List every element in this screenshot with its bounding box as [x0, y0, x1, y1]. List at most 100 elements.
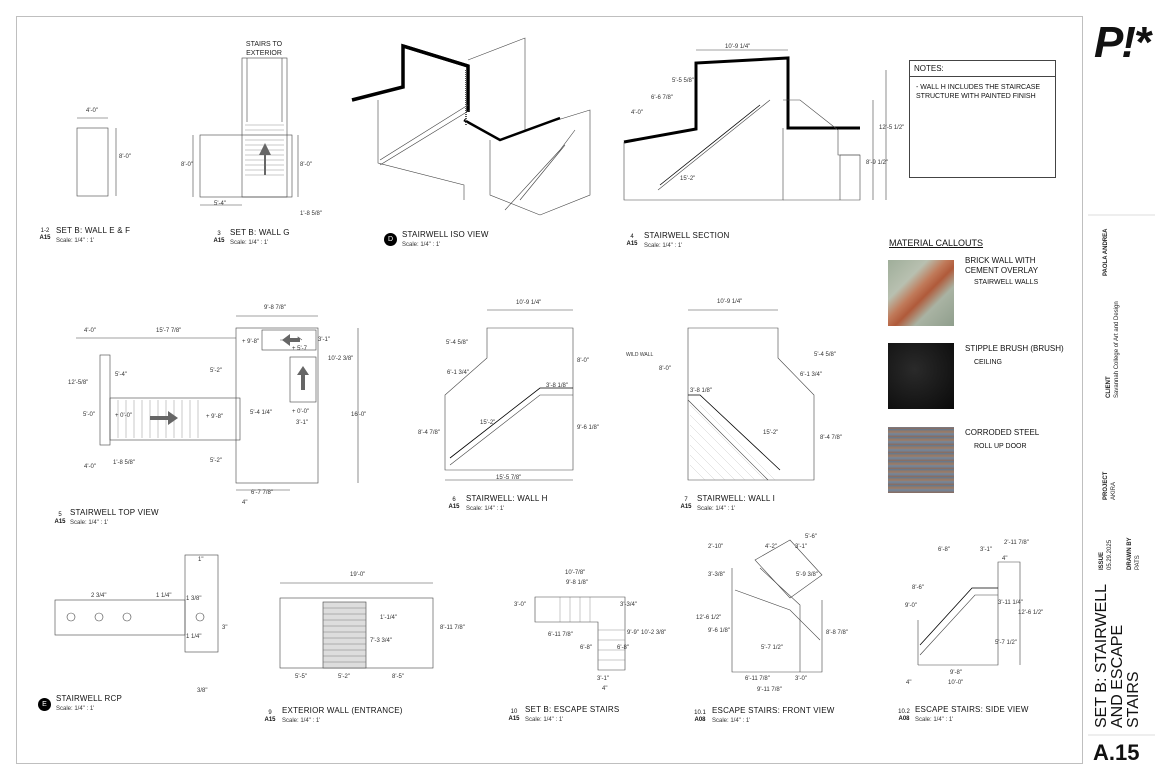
dim: 3'-3/4" [620, 602, 637, 608]
drawing-title: EXTERIOR WALL (ENTRANCE) [282, 706, 403, 715]
wild-wall-label: WILD WALL [626, 352, 654, 358]
dim: 2 3/4" [91, 593, 107, 599]
dim: 10'-0" [948, 680, 964, 686]
dim: 3'-11 1/4" [998, 600, 1023, 606]
dim: 12'-6 1/2" [1018, 610, 1044, 616]
drawing-title: STAIRWELL: WALL I [697, 494, 776, 503]
dim: + 9'-8" [242, 339, 260, 345]
dim: 19'-0" [350, 572, 366, 578]
dim: 8'-0" [577, 358, 589, 364]
dim: 1'-8 5/8" [113, 460, 135, 466]
wall-h-drawing [444, 309, 574, 481]
wall-e-f-drawing [76, 117, 117, 197]
drawing-scale: Scale: 1/4" : 1' [644, 243, 683, 249]
dim: 2'-11 7/8" [1004, 540, 1029, 546]
dim: 3'-1" [980, 547, 992, 553]
drawing-title: STAIRWELL ISO VIEW [402, 230, 489, 239]
drawing-title: STAIRWELL SECTION [644, 231, 730, 240]
drawing-scale: Scale: 1/4" : 1' [915, 717, 954, 723]
dim: 4" [1002, 556, 1008, 562]
drawing-scale: Scale: 1/4" : 1' [56, 706, 95, 712]
dim: 5'-2" [210, 458, 222, 464]
dim: 8'-0" [181, 162, 193, 168]
dim: 12'-5 1/2" [879, 125, 905, 131]
dim: 5'-4 1/4" [250, 410, 272, 416]
dim: 3'-3/8" [708, 572, 725, 578]
dim: 9'-8 1/8" [566, 580, 588, 586]
dim: 12'-5/8" [68, 380, 89, 386]
dim: 10'-9 1/4" [717, 299, 743, 305]
stairwell-section-drawing [623, 49, 887, 201]
notes-heading: NOTES: [910, 61, 1055, 77]
dim: 3'-8 1/8" [546, 383, 568, 389]
dim: 8'-4 7/8" [418, 430, 440, 436]
dim: 5'-6" [805, 534, 817, 540]
dim: 5'-4" [214, 201, 226, 207]
material-use-stipple: CEILING [974, 359, 1003, 366]
drawing-title: STAIRWELL: WALL H [466, 494, 548, 503]
dim: 3'-0" [795, 676, 807, 682]
stairwell-rcp-drawing [54, 554, 219, 653]
sheet-border [16, 16, 1083, 764]
dim: 12'-6 1/2" [696, 615, 722, 621]
material-use-steel: ROLL UP DOOR [974, 443, 1027, 450]
dim: 15'-2" [480, 420, 496, 426]
dim: 1 3/8" [186, 596, 202, 602]
drawn-by-label: DRAWN BY [1127, 537, 1133, 570]
dim: 8'-5" [392, 674, 404, 680]
dim: + 0'-0" [115, 413, 133, 419]
material-name-brick: BRICK WALL WITH CEMENT OVERLAY [965, 256, 1039, 275]
exterior-wall-drawing [279, 582, 434, 669]
dim: 10'-7/8" [565, 570, 586, 576]
dim: 3'-1" [318, 337, 330, 343]
dim: 9'-6 1/8" [577, 425, 599, 431]
dim: 4'-0" [631, 110, 643, 116]
drawing-title: STAIRWELL TOP VIEW [70, 508, 159, 517]
notes-body: - WALL H INCLUDES THE STAIRCASE STRUCTUR… [916, 84, 1041, 100]
drawing-scale: Scale: 1/4" : 1' [402, 242, 441, 248]
escape-stairs-front-drawing [731, 539, 823, 673]
drawing-title: ESCAPE STAIRS: SIDE VIEW [915, 705, 1029, 714]
drawing-title: SET B: WALL G [230, 228, 290, 237]
project-value: AKIRA [1111, 481, 1117, 500]
dim: 6'-1 3/4" [800, 372, 822, 378]
dim: 8'-9 1/2" [866, 160, 888, 166]
drawing-scale: Scale: 1/4" : 1' [70, 520, 109, 526]
dim: 16'-0" [351, 412, 367, 418]
dim: + 9'-8" [206, 414, 224, 420]
dim: 9'-8" [950, 670, 962, 676]
dim: 5'-5" [295, 674, 307, 680]
iso-view-drawing [351, 37, 591, 216]
sheet-number: A.15 [1093, 740, 1140, 765]
dim: 1'-1/4" [380, 615, 397, 621]
dim: 5'-0" [83, 412, 95, 418]
client-label: CLIENT [1106, 376, 1112, 398]
dim: 8'-11 7/8" [440, 625, 465, 631]
drawing-title: ESCAPE STAIRS: FRONT VIEW [712, 706, 835, 715]
dim: 15'-5 7/8" [496, 475, 522, 481]
dim: 5'-2" [338, 674, 350, 680]
dim: 3'-1" [795, 544, 807, 550]
dim: 8'-8 7/8" [826, 630, 848, 636]
dim: 4'-2" [765, 544, 777, 550]
dim: 1" [198, 557, 204, 563]
dim: 3'-0" [514, 602, 526, 608]
dim: + 5'-7 [292, 346, 307, 352]
notes-box: NOTES: - WALL H INCLUDES THE STAIRCASE S… [909, 60, 1056, 178]
drawing-title: SET B: WALL E & F [56, 226, 131, 235]
dim: 10'-9 1/4" [516, 300, 542, 306]
dim: 4" [906, 680, 912, 686]
drawing-scale: Scale: 1/4" : 1' [56, 238, 95, 244]
drawing-title: STAIRWELL RCP [56, 694, 123, 703]
dim: 2'-10" [708, 544, 724, 550]
dim: 6'-8" [617, 645, 629, 651]
dim: 3'-1" [597, 676, 609, 682]
sheet-title: SET B: STAIRWELL AND ESCAPE STAIRS [1093, 584, 1142, 728]
